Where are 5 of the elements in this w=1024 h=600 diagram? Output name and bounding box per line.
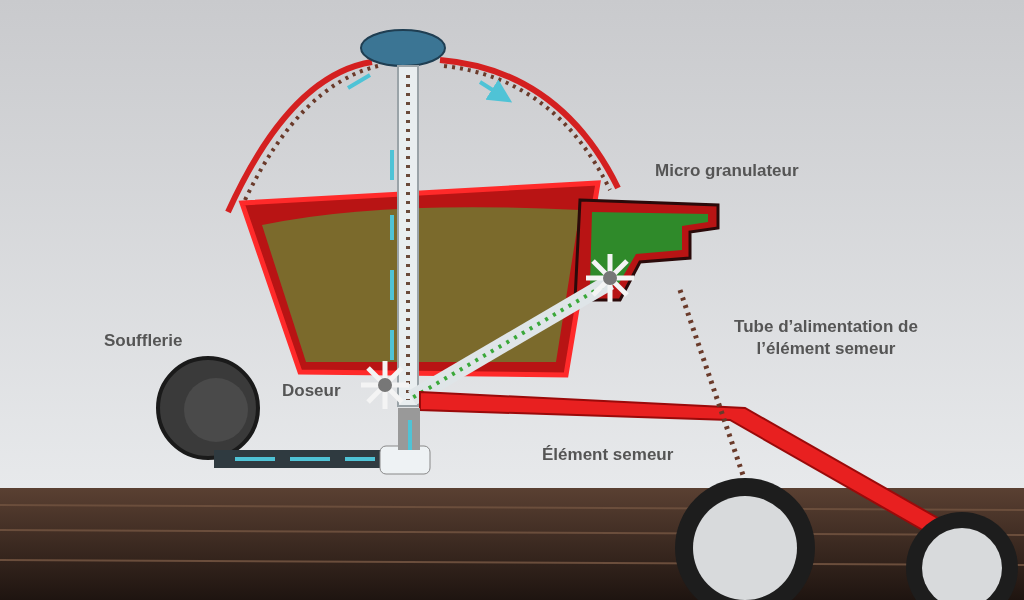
part-label: Soufflerie xyxy=(104,330,184,352)
part-label: Élément semeur xyxy=(542,444,675,466)
part-label: Doseur xyxy=(282,380,342,402)
part-label: Tube d’alimentation de l’élément semeur xyxy=(733,316,919,360)
part-label: Micro granulateur xyxy=(655,160,800,182)
